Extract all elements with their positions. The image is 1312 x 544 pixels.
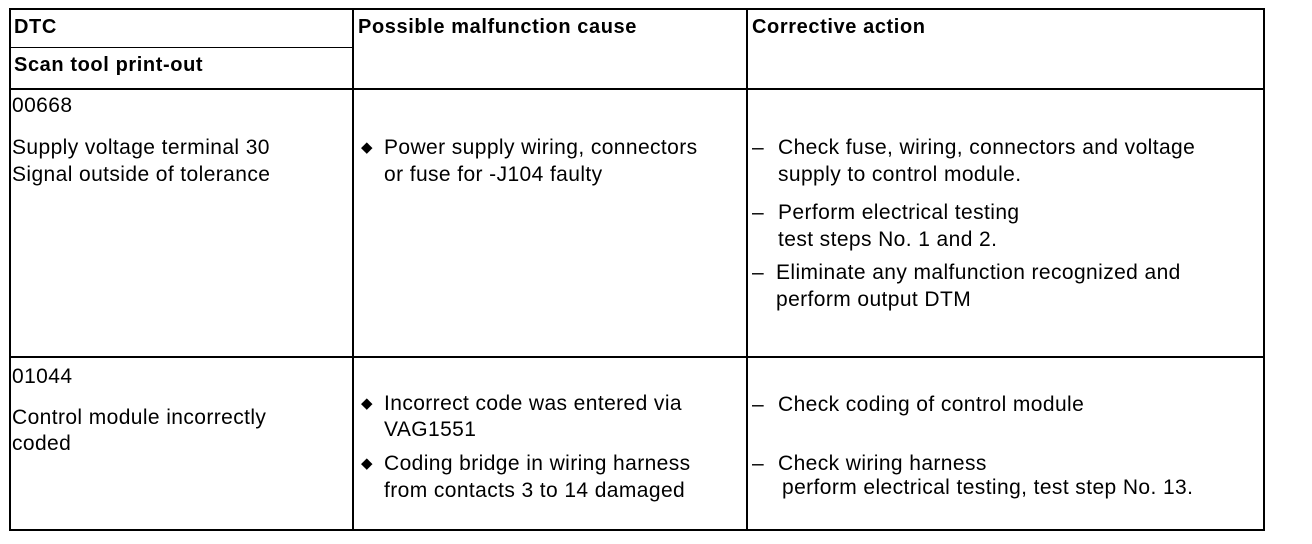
table-border-right bbox=[1263, 8, 1265, 531]
dash-marker: – bbox=[752, 201, 764, 224]
diamond-bullet-icon: ◆ bbox=[361, 455, 373, 472]
header-cause: Possible malfunction cause bbox=[358, 16, 638, 38]
cause-line: Coding bridge in wiring harness bbox=[384, 452, 691, 475]
column-divider-1 bbox=[352, 8, 354, 531]
diamond-bullet-icon: ◆ bbox=[361, 139, 373, 156]
dash-marker: – bbox=[752, 261, 764, 284]
dtc-description-line: Supply voltage terminal 30 bbox=[12, 136, 270, 159]
cause-line: from contacts 3 to 14 damaged bbox=[384, 479, 686, 502]
action-line: perform electrical testing, test step No… bbox=[782, 476, 1194, 499]
dash-marker: – bbox=[752, 393, 764, 416]
dtc-description-line: coded bbox=[12, 432, 72, 455]
dtc-description-line: Control module incorrectly bbox=[12, 406, 267, 429]
header-action: Corrective action bbox=[752, 16, 926, 38]
header-scan-tool: Scan tool print-out bbox=[14, 54, 204, 76]
table-border-left bbox=[9, 8, 11, 531]
dtc-description-line: Signal outside of tolerance bbox=[12, 163, 271, 186]
header-dtc: DTC bbox=[14, 16, 57, 38]
dash-marker: – bbox=[752, 452, 764, 475]
action-line: test steps No. 1 and 2. bbox=[778, 228, 998, 251]
row-divider bbox=[9, 356, 1265, 358]
diamond-bullet-icon: ◆ bbox=[361, 395, 373, 412]
column-divider-2 bbox=[746, 8, 748, 531]
header-bottom-border bbox=[9, 88, 1265, 90]
action-line: perform output DTM bbox=[776, 288, 972, 311]
action-line: Check coding of control module bbox=[778, 393, 1085, 416]
action-line: supply to control module. bbox=[778, 163, 1022, 186]
header-divider-scan bbox=[9, 47, 353, 48]
table-border-bottom bbox=[9, 529, 1265, 531]
dtc-code: 00668 bbox=[12, 94, 73, 117]
cause-line: or fuse for -J104 faulty bbox=[384, 163, 603, 186]
action-line: Check wiring harness bbox=[778, 452, 987, 475]
cause-line: Power supply wiring, connectors bbox=[384, 136, 698, 159]
dash-marker: – bbox=[752, 136, 764, 159]
action-line: Eliminate any malfunction recognized and bbox=[776, 261, 1181, 284]
table-border-top bbox=[9, 8, 1265, 10]
action-line: Perform electrical testing bbox=[778, 201, 1020, 224]
cause-line: Incorrect code was entered via bbox=[384, 392, 682, 415]
dtc-code: 01044 bbox=[12, 365, 73, 388]
cause-line: VAG1551 bbox=[384, 418, 477, 441]
action-line: Check fuse, wiring, connectors and volta… bbox=[778, 136, 1196, 159]
